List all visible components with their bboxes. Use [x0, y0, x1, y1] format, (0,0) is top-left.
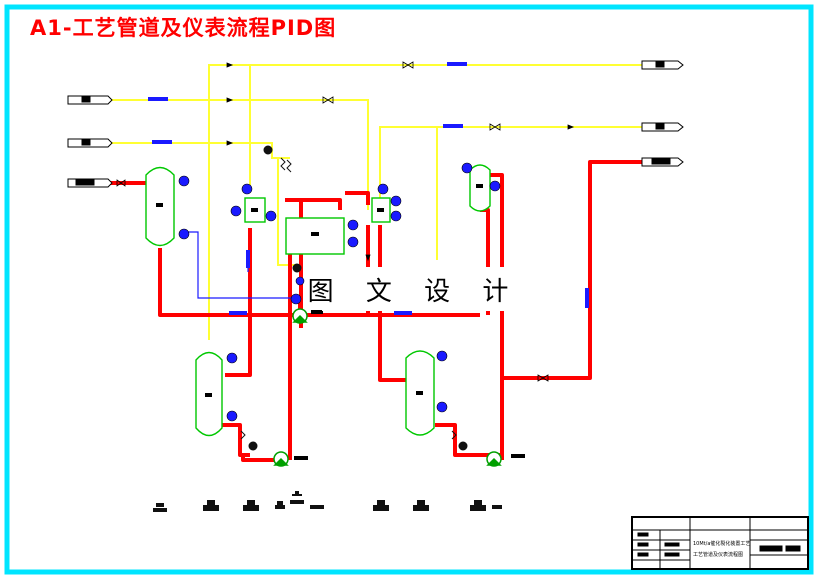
- flow-marker: [148, 97, 168, 101]
- instrument-bubble-icon: [230, 205, 242, 217]
- gate-valve-icon: [322, 96, 334, 104]
- instrument-bubble-icon: [265, 210, 277, 222]
- control-valve-icon: [292, 263, 302, 273]
- flow-marker: [394, 311, 412, 315]
- control-valve-icon: [458, 441, 468, 451]
- column-2: [195, 351, 223, 437]
- drum-3: [469, 164, 491, 212]
- flow-marker: [447, 62, 467, 66]
- flow-marker: [443, 124, 463, 128]
- instrument-bubble-icon: [390, 210, 402, 222]
- title-block-line-1: 10Mt/a催化裂化装置工艺: [693, 540, 750, 547]
- instrument-bubble-icon: [461, 162, 473, 174]
- instrument-bubble-icon: [436, 401, 448, 413]
- instrument-bubbles: [178, 162, 501, 422]
- flow-arrow-icon: [567, 124, 575, 130]
- flow-marker: [585, 288, 589, 308]
- flow-markers: [148, 62, 589, 315]
- column-1: [145, 166, 175, 247]
- inlet-connector-3: [67, 178, 113, 188]
- column-3: [405, 350, 435, 436]
- control-valve-icon: [248, 441, 258, 451]
- flow-arrow-icon: [226, 62, 234, 68]
- drum-2: [371, 197, 391, 223]
- drum-1: [244, 197, 266, 223]
- offpage-connectors: [67, 60, 684, 188]
- instrument-bubble-icon: [178, 175, 190, 187]
- heat-exchanger: [285, 217, 345, 255]
- flow-marker: [246, 250, 250, 268]
- instrument-bubble-icon: [241, 183, 253, 195]
- gate-valve-icon: [537, 374, 549, 382]
- equipment: [145, 164, 491, 437]
- outlet-connector-2: [641, 122, 684, 132]
- drawing-border: [4, 4, 814, 575]
- gate-valve-icon: [116, 179, 126, 187]
- pump-3-icon: [486, 451, 502, 467]
- inlet-connector-2: [67, 138, 113, 148]
- instrument-bubble-icon: [226, 410, 238, 422]
- outlet-connector-1: [641, 60, 684, 70]
- instrument-bubble-icon: [436, 350, 448, 362]
- control-valve-icon: [263, 145, 273, 155]
- drawing-title: A1-工艺管道及仪表流程PID图: [30, 16, 337, 40]
- instrument-bubble-icon: [226, 352, 238, 364]
- flow-arrow-icon: [365, 254, 371, 262]
- title-block: [631, 516, 809, 570]
- inline-valves: [116, 61, 575, 382]
- instrument-bubble-icon: [377, 183, 389, 195]
- flow-marker: [229, 311, 247, 315]
- pump-2-icon: [273, 451, 289, 467]
- title-block-line-2: 工艺管道及仪表流程图: [693, 551, 743, 558]
- pump-tags: [294, 310, 525, 460]
- instrument-bubble-icon: [347, 219, 359, 231]
- flow-arrow-icon: [226, 140, 234, 146]
- control-valves: [240, 145, 468, 451]
- instrument-bubble-icon: [290, 293, 302, 305]
- instrument-bubble-icon: [295, 276, 305, 286]
- legend-symbols: [153, 491, 502, 512]
- gate-valve-icon: [489, 123, 501, 131]
- inlet-connector-1: [67, 95, 113, 105]
- flow-arrow-icon: [226, 97, 234, 103]
- gate-valve-icon: [402, 61, 414, 69]
- pumps: [273, 308, 502, 467]
- instrument-bubble-icon: [489, 180, 501, 192]
- instrument-bubble-icon: [178, 228, 190, 240]
- instrument-bubble-icon: [347, 236, 359, 248]
- pump-1-icon: [292, 308, 308, 324]
- watermark: 图 文 设 计: [308, 267, 508, 311]
- flow-marker: [152, 140, 172, 144]
- instrument-bubble-icon: [390, 195, 402, 207]
- outlet-connector-3: [641, 157, 684, 167]
